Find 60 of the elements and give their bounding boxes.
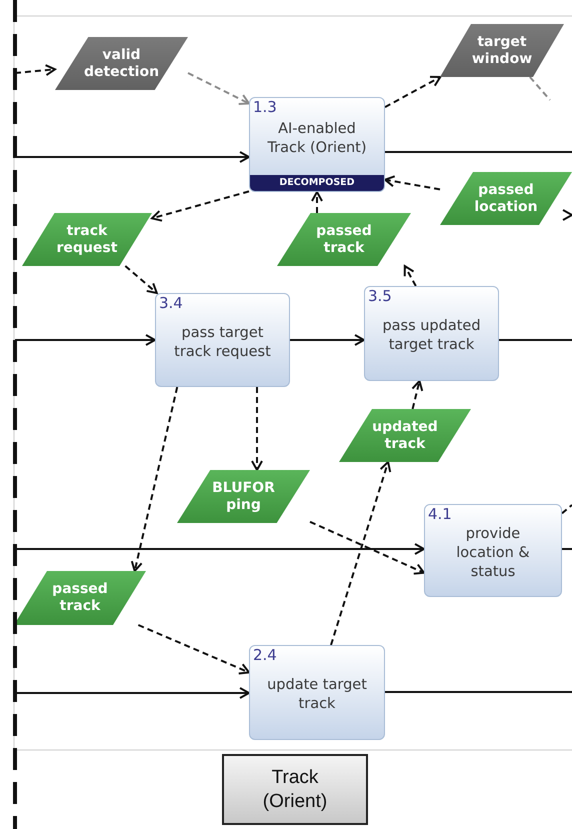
arrow: [562, 209, 572, 221]
process-label: AI-enabled Track (Orient): [266, 120, 368, 158]
data-label: passed location: [473, 182, 539, 216]
title-box: [222, 754, 368, 825]
arrow: [404, 265, 417, 286]
data-label: track request: [56, 222, 118, 256]
data-parallelogram: [277, 213, 411, 266]
title-label: Track (Orient): [262, 766, 328, 814]
process-box: [155, 293, 290, 387]
arrow: [188, 72, 250, 105]
arrow: [15, 543, 425, 555]
arrow: [310, 520, 425, 575]
data-parallelogram: [440, 24, 564, 77]
connector-line: [529, 76, 551, 101]
data-label: updated track: [371, 418, 439, 452]
process-label: provide location & status: [455, 525, 531, 582]
data-label: target window: [470, 34, 534, 68]
step-number: 3.5: [368, 287, 392, 305]
data-parallelogram: [440, 172, 572, 225]
process-label: pass target track request: [173, 324, 272, 362]
connector-line: [385, 151, 572, 153]
arrow: [130, 386, 178, 572]
step-number: 2.4: [253, 646, 277, 664]
arrow: [151, 190, 250, 222]
process-box: [249, 645, 385, 740]
data-parallelogram: [14, 571, 146, 625]
arrow: [15, 687, 250, 699]
process-box: [364, 286, 499, 381]
arrow: [124, 265, 158, 294]
connector-line: [562, 548, 572, 550]
connector-line: [561, 504, 572, 514]
data-parallelogram: [339, 409, 471, 462]
data-label: valid detection: [82, 46, 160, 80]
process-label: update target track: [266, 676, 368, 714]
step-number: 3.4: [159, 294, 183, 312]
arrow: [384, 175, 440, 190]
data-label: passed track: [51, 581, 109, 615]
step-number: 1.3: [253, 98, 277, 116]
data-label: BLUFOR ping: [211, 480, 276, 514]
data-parallelogram: [177, 470, 310, 523]
arrow: [384, 76, 442, 108]
data-parallelogram: [55, 37, 188, 90]
arrow: [15, 334, 156, 346]
arrow: [138, 624, 250, 674]
arrow: [311, 191, 323, 213]
connector-line: [499, 339, 572, 341]
data-parallelogram: [22, 213, 152, 266]
data-label: passed track: [315, 222, 373, 256]
status-band: DECOMPOSED: [250, 175, 384, 191]
arrow: [290, 334, 365, 346]
arrow: [251, 387, 263, 471]
process-box: [249, 97, 385, 192]
arrow: [15, 151, 250, 163]
arrow: [412, 380, 424, 410]
connector-line: [385, 691, 572, 693]
arrow: [14, 64, 56, 76]
process-label: pass updated target track: [381, 317, 482, 355]
step-number: 4.1: [428, 505, 452, 523]
arrow: [330, 461, 392, 646]
process-box: [424, 504, 562, 597]
